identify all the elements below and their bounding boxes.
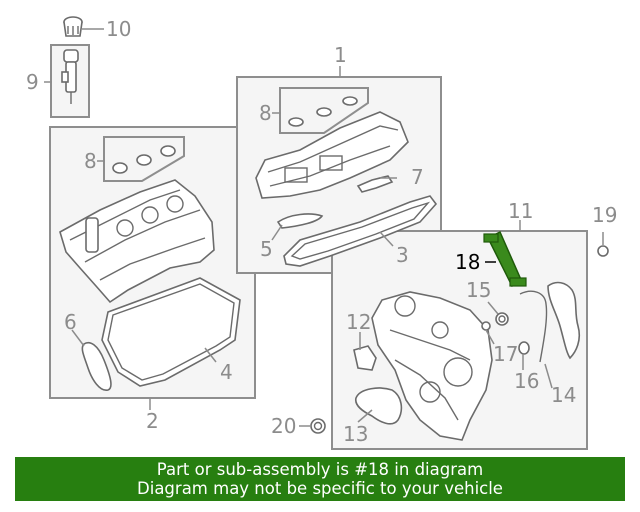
gasket-14-part: [547, 281, 581, 360]
callout-12: 12: [346, 310, 371, 334]
callout-15: 15: [466, 278, 491, 302]
callout-8-right: 8: [259, 101, 272, 125]
valve-cover-right-part: [255, 111, 409, 199]
callout-9: 9: [26, 70, 39, 94]
valve-cover-gasket-left-part: [101, 277, 241, 387]
highlighted-part-18: [483, 230, 527, 287]
gasket-6-part: [81, 341, 112, 391]
callout-5: 5: [260, 237, 273, 261]
callout-11: 11: [508, 199, 533, 223]
callout-6: 6: [64, 310, 77, 334]
callout-13: 13: [343, 422, 368, 446]
gasket-5-part: [276, 213, 324, 229]
parts-diagram: 10 9 1 8 8 7 5 3 6 4 2 11 19 18 15 12 17…: [26, 16, 617, 450]
washer-17-part: [481, 321, 491, 331]
callout-7: 7: [411, 165, 424, 189]
banner-line-disclaimer: Diagram may not be specific to your vehi…: [137, 479, 503, 498]
callout-19: 19: [592, 203, 617, 227]
callout-16: 16: [514, 369, 539, 393]
seal-13-part: [354, 387, 403, 425]
callout-20: 20: [271, 414, 296, 438]
sensor-part: [61, 49, 79, 104]
callout-10: 10: [106, 17, 131, 41]
info-banner: Part or sub-assembly is #18 in diagram D…: [15, 457, 625, 501]
tube-16-part: [519, 290, 548, 363]
callout-18: 18: [455, 250, 480, 274]
ring-17-part: [518, 341, 530, 355]
oil-filler-cap-part: [63, 16, 83, 37]
callout-3: 3: [396, 243, 409, 267]
callout-8-left: 8: [84, 149, 97, 173]
banner-line-part-number: Part or sub-assembly is #18 in diagram: [156, 460, 484, 479]
plug-19-part: [597, 245, 609, 257]
washer-20-part: [310, 418, 326, 434]
callout-4: 4: [220, 360, 233, 384]
valve-cover-left-part: [59, 179, 215, 304]
callout-2: 2: [146, 409, 159, 433]
callout-14: 14: [551, 383, 576, 407]
spark-plug-seals-left-part: [112, 145, 176, 174]
washer-15-part: [495, 312, 509, 326]
timing-cover-part: [371, 291, 493, 441]
callout-1: 1: [334, 43, 347, 67]
spark-plug-seals-right-part: [288, 96, 358, 127]
bracket-7-part: [356, 175, 394, 193]
gasket-12-part: [353, 345, 377, 371]
callout-17: 17: [493, 342, 518, 366]
